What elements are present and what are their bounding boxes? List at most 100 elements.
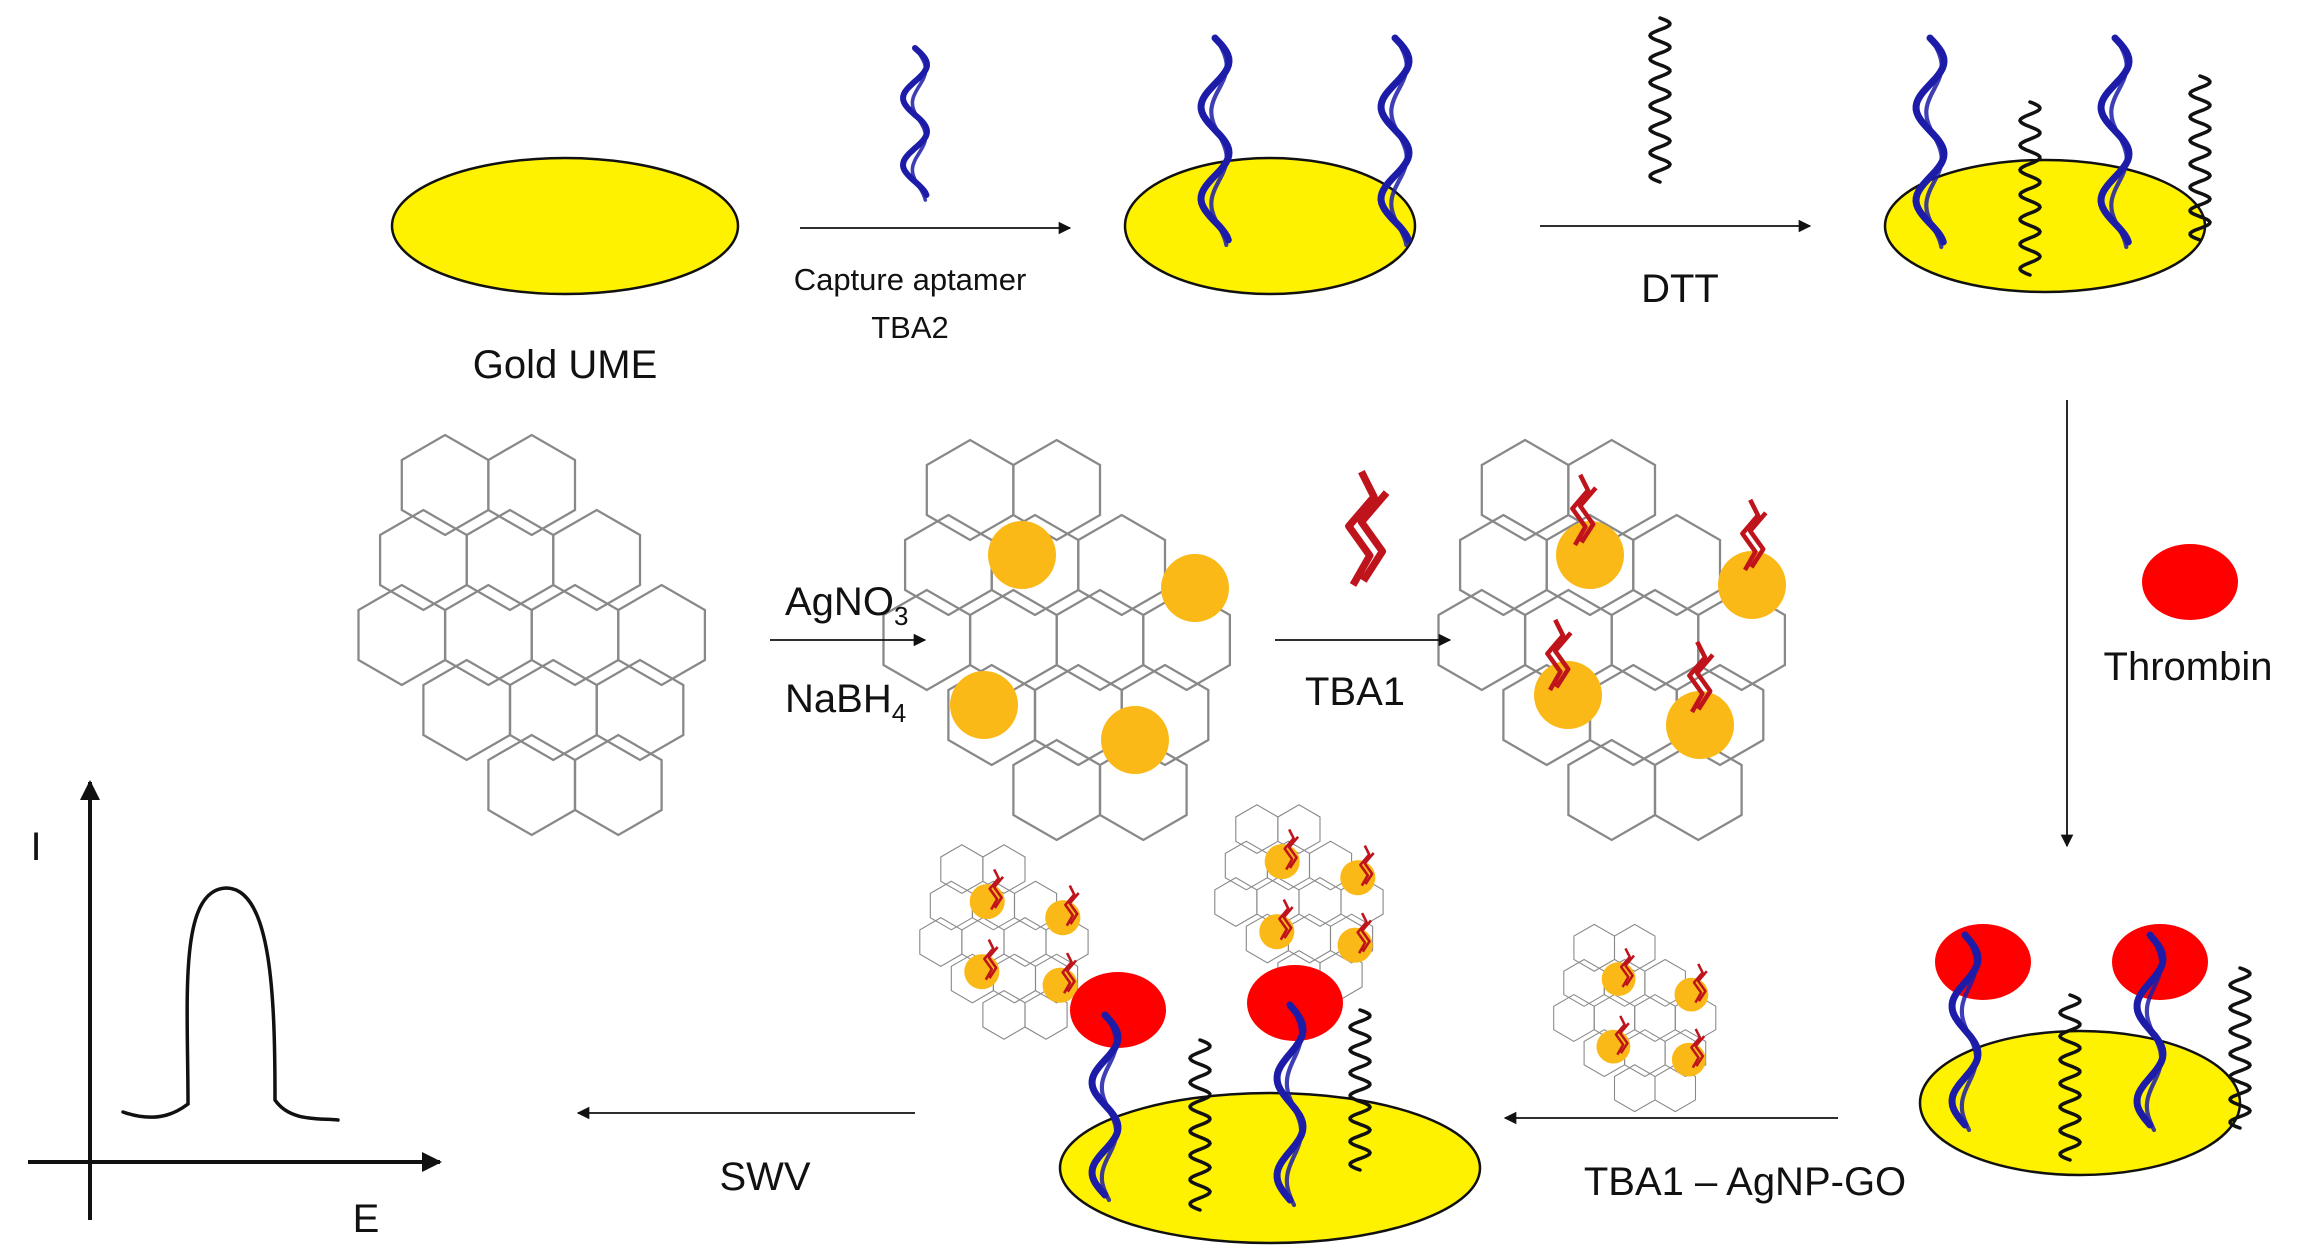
dtt-capture-aptamer-2 bbox=[2097, 34, 2133, 250]
graphene-sheet-tba1-hex-10 bbox=[1588, 663, 1678, 767]
graphene-sheet-bare-hex-9 bbox=[422, 658, 512, 762]
graphene-conjugate-right-hex-5 bbox=[1214, 877, 1258, 927]
capture-aptamer-label: Capture aptamer bbox=[794, 262, 1027, 297]
final-capture-aptamer-2 bbox=[1273, 1001, 1307, 1208]
graphene-conjugate-left-hex-4 bbox=[1013, 880, 1058, 931]
graphene-conjugate-left-hex-1 bbox=[982, 844, 1026, 895]
graphene-conjugate-left-hex-12 bbox=[982, 989, 1026, 1040]
thr-capture-aptamer-1 bbox=[1948, 931, 1982, 1133]
graphene-conjugate-free-hex-13 bbox=[1654, 1064, 1697, 1113]
graphene-conjugate-free-hex-11 bbox=[1664, 1029, 1707, 1078]
final-dtt-1 bbox=[1188, 1038, 1212, 1212]
graphene-sheet-agnp-hex-11 bbox=[1120, 663, 1210, 767]
final-capture-aptamer-1-strand bbox=[1088, 1011, 1122, 1199]
graphene-sheet-agnp-hex-2 bbox=[903, 513, 993, 617]
graphene-sheet-tba1 bbox=[1437, 438, 1787, 842]
graphene-sheet-agnp bbox=[882, 438, 1232, 842]
graphene-conjugate-right-hex-2 bbox=[1224, 840, 1268, 891]
graphene-sheet-tba1-hex-5 bbox=[1437, 588, 1527, 692]
agno3-label: AgNO3 bbox=[785, 580, 908, 631]
graphene-conjugate-free-hex-2 bbox=[1563, 958, 1605, 1007]
graphene-sheet-bare-hex-5 bbox=[357, 583, 447, 687]
thrombin-bound-1 bbox=[1935, 924, 2031, 1000]
dtt-label: DTT bbox=[1641, 267, 1719, 311]
graphene-conjugate-left-hex-13 bbox=[1024, 989, 1068, 1040]
agnp-2 bbox=[1161, 554, 1229, 622]
aptamer-strands bbox=[899, 16, 2252, 1212]
tba1-conjugate-left-1 bbox=[1064, 885, 1080, 927]
graphene-conjugate-left-hex-10 bbox=[992, 953, 1037, 1004]
graphene-sheet-agnp-hex-0 bbox=[925, 438, 1015, 542]
gold-electrode-thrombin bbox=[1918, 1029, 2242, 1177]
thr-dtt-2 bbox=[2228, 966, 2252, 1130]
axis-e-label: E bbox=[353, 1197, 380, 1241]
thrombin-free bbox=[2142, 544, 2238, 620]
gold-electrode-bare bbox=[390, 156, 740, 296]
final-capture-aptamer-1 bbox=[1088, 1011, 1122, 1203]
agnp-1 bbox=[988, 521, 1056, 589]
tba1-conjugate-left-2 bbox=[983, 939, 999, 981]
thr-capture-aptamer-1-strand bbox=[1948, 931, 1982, 1129]
agnp-3 bbox=[950, 671, 1018, 739]
thrombin-final-1 bbox=[1070, 972, 1166, 1048]
tba1-conjugate-left-0 bbox=[988, 868, 1005, 911]
graphene-sheet-bare-hex-1 bbox=[487, 433, 577, 537]
dtt-capture-aptamer-1 bbox=[1912, 34, 1948, 250]
graphene-sheet-agnp-hex-12 bbox=[1012, 738, 1102, 842]
tba1-conjugate-right-2 bbox=[1278, 899, 1294, 941]
tba1-conjugate-free-3 bbox=[1690, 1028, 1706, 1069]
agnp-conjugate-right-2 bbox=[1259, 914, 1295, 950]
final-capture-aptamer-2-strand bbox=[1273, 1001, 1307, 1204]
graphene-sheet-tba1-hex-2 bbox=[1458, 513, 1548, 617]
graphene-sheet-tba1-hex-13 bbox=[1653, 738, 1743, 842]
agnp-tba1-4 bbox=[1666, 691, 1734, 759]
graphene-conjugate-right-hex-0 bbox=[1235, 804, 1279, 855]
gold-ume-label: Gold UME bbox=[473, 343, 658, 387]
tba1-conjugate-right-1 bbox=[1359, 845, 1375, 887]
tba2-label: TBA2 bbox=[871, 310, 949, 345]
graphene-sheet-tba1-hex-4 bbox=[1632, 513, 1722, 617]
thrombin-final-2 bbox=[1247, 965, 1343, 1041]
graphene-sheet-bare-hex-12 bbox=[487, 733, 577, 837]
graphene-conjugate-left-hex-11 bbox=[1034, 953, 1079, 1004]
graphene-conjugate-left-hex-2 bbox=[929, 880, 973, 931]
capture-aptamer-2-strand bbox=[1377, 34, 1413, 244]
swv-voltammogram bbox=[28, 780, 442, 1220]
thr-capture-aptamer-2 bbox=[2133, 931, 2167, 1133]
graphene-sheet-agnp-hex-1 bbox=[1012, 438, 1102, 542]
graphene-sheet-bare-hex-7 bbox=[530, 583, 620, 687]
agnp-conjugate-left-0 bbox=[969, 883, 1005, 920]
agnp-conjugate-left-1 bbox=[1045, 900, 1081, 936]
tba1-on-sheet-3 bbox=[1545, 618, 1573, 692]
graphene-conjugate-left-hex-0 bbox=[940, 844, 984, 895]
thr-capture-aptamer-2-strand bbox=[2133, 931, 2167, 1129]
thrombin-label: Thrombin bbox=[2104, 645, 2273, 689]
tba1-on-sheet-4 bbox=[1687, 640, 1715, 714]
swv-label: SWV bbox=[719, 1155, 810, 1199]
dtt-capture-aptamer-2-strand bbox=[2097, 34, 2133, 246]
graphene-sheet-bare-hex-3 bbox=[465, 508, 555, 612]
graphene-sheet-bare-hex-11 bbox=[595, 658, 685, 762]
dtt-strand-2 bbox=[2188, 74, 2212, 242]
silver-nanoparticles bbox=[950, 521, 1786, 1077]
agnp-tba1-2 bbox=[1718, 551, 1786, 619]
free-dtt-strand bbox=[1648, 16, 1672, 184]
tba1-conjugate-right-3 bbox=[1356, 912, 1372, 954]
graphene-sheet-tba1-hex-12 bbox=[1567, 738, 1657, 842]
tba1-conjugate-free-1 bbox=[1692, 963, 1708, 1004]
agnp-conjugate-right-0 bbox=[1264, 843, 1300, 880]
tba1-agnp-go-label: TBA1 – AgNP-GO bbox=[1584, 1160, 1906, 1204]
agnp-conjugate-free-0 bbox=[1601, 962, 1636, 996]
graphene-sheet-tba1-hex-11 bbox=[1675, 663, 1765, 767]
tba1-conjugate-right-0 bbox=[1283, 828, 1300, 871]
graphene-conjugate-free-hex-5 bbox=[1553, 993, 1595, 1043]
capture-aptamer-2 bbox=[1377, 34, 1413, 248]
thrombin-proteins bbox=[1070, 544, 2238, 1048]
graphene-sheet-tba1-hex-7 bbox=[1610, 588, 1700, 692]
graphene-conjugate-right-hex-7 bbox=[1298, 877, 1342, 927]
graphene-conjugate-left-hex-7 bbox=[1003, 917, 1047, 967]
agnp-4 bbox=[1101, 706, 1169, 774]
graphene-conjugate-free-hex-10 bbox=[1624, 1029, 1666, 1078]
graphene-conjugate-free-hex-12 bbox=[1613, 1064, 1656, 1113]
agnp-conjugate-free-1 bbox=[1674, 977, 1709, 1012]
